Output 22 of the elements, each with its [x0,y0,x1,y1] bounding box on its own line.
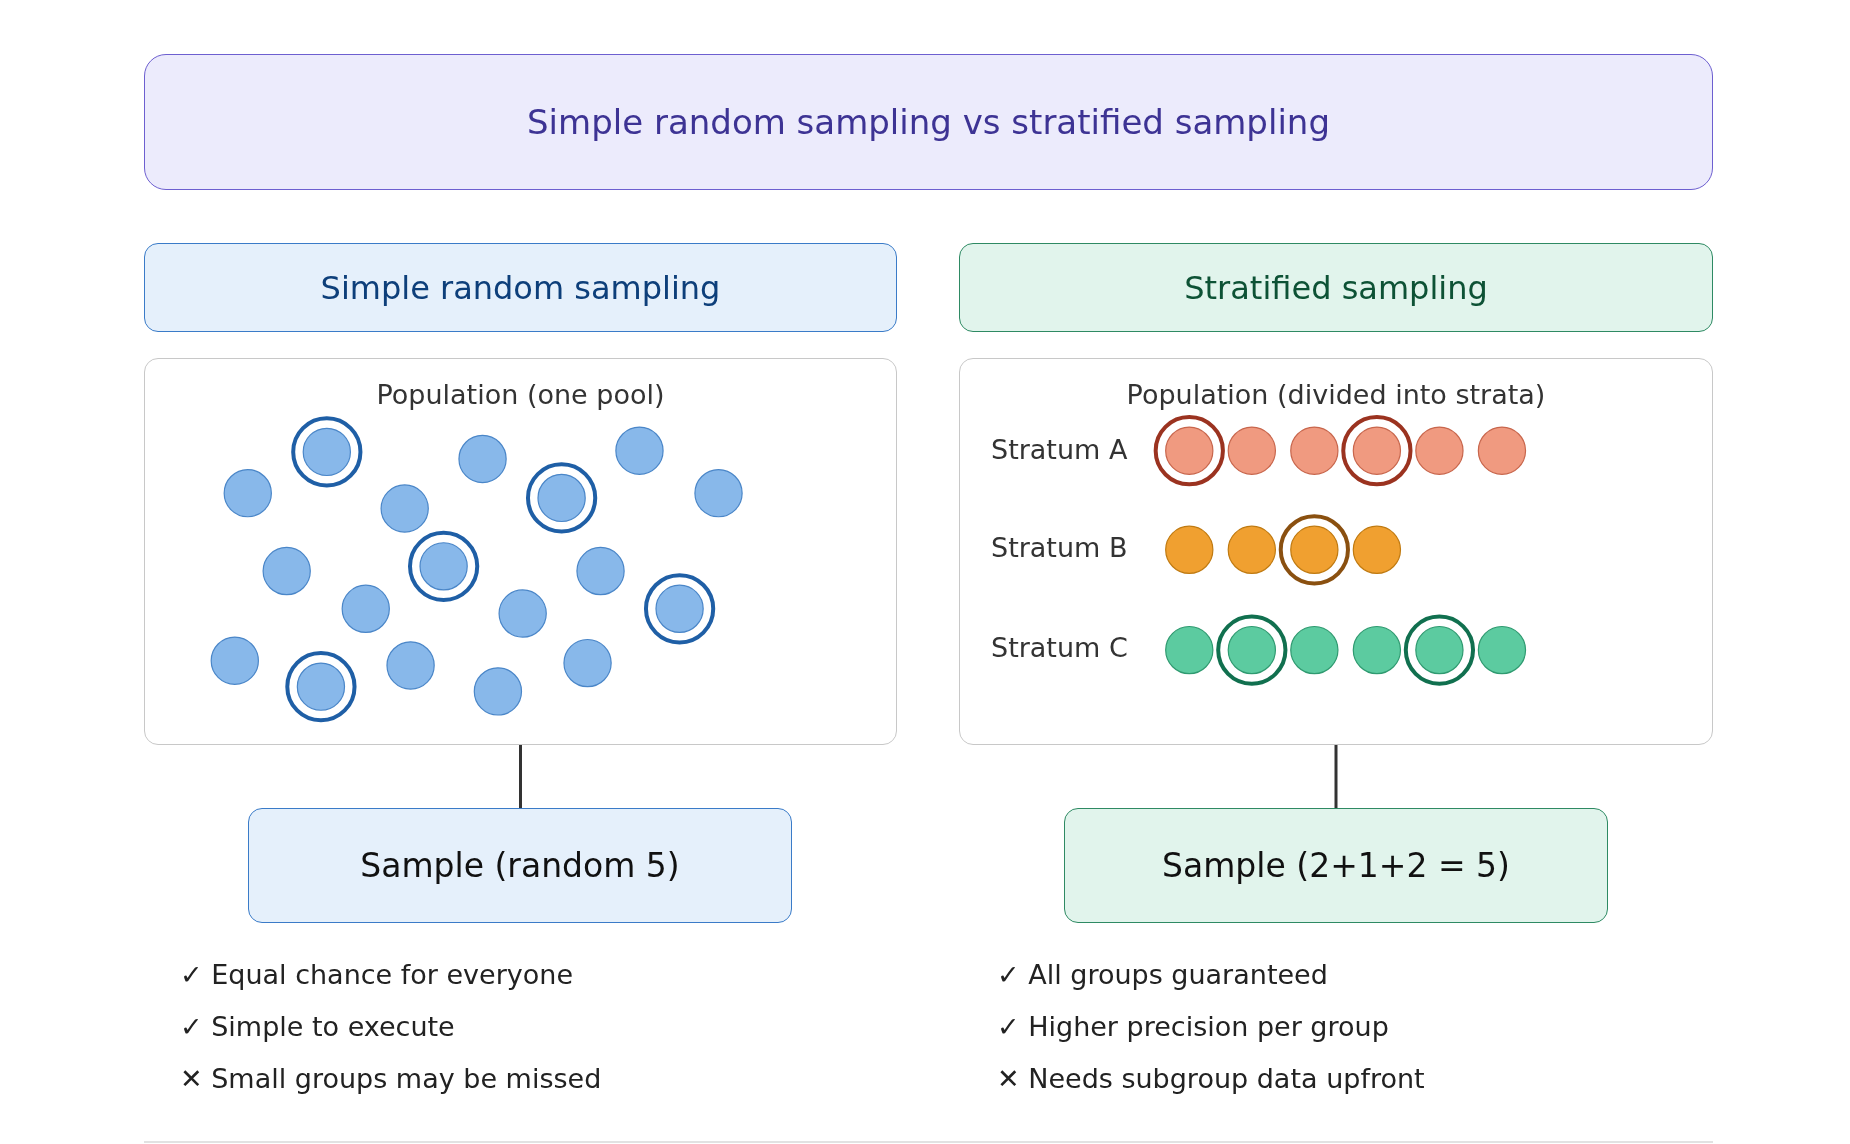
note-text: ✓ Higher precision per group [997,1011,1389,1042]
stratum-label: Stratum C [991,632,1128,663]
note-text: ✓ All groups guaranteed [997,959,1328,990]
section-header [144,243,897,332]
stratum-label: Stratum B [991,532,1128,563]
section-header [959,243,1713,332]
connector-line [1334,745,1338,808]
note-text: ✓ Equal chance for everyone [180,959,574,990]
sample-box [1064,808,1608,923]
note-text: ✓ Simple to execute [180,1011,455,1042]
note-text: ✕ Small groups may be missed [180,1063,602,1094]
connector-line [519,745,522,808]
box-label: Sample (2+1+2 = 5) [1162,846,1510,885]
stratum-label: Stratum A [991,434,1128,465]
box-label: Stratified sampling [1184,268,1488,307]
sample-box [248,808,792,923]
title-banner: Simple random sampling vs stratified sampling [144,54,1713,190]
box-label: Sample (random 5) [360,846,680,885]
note-text: ✕ Needs subgroup data upfront [997,1063,1425,1094]
panel-heading: Population (one pool) [376,379,665,410]
box-label: Simple random sampling [320,268,721,307]
panel-heading: Population (divided into strata) [1126,379,1546,410]
